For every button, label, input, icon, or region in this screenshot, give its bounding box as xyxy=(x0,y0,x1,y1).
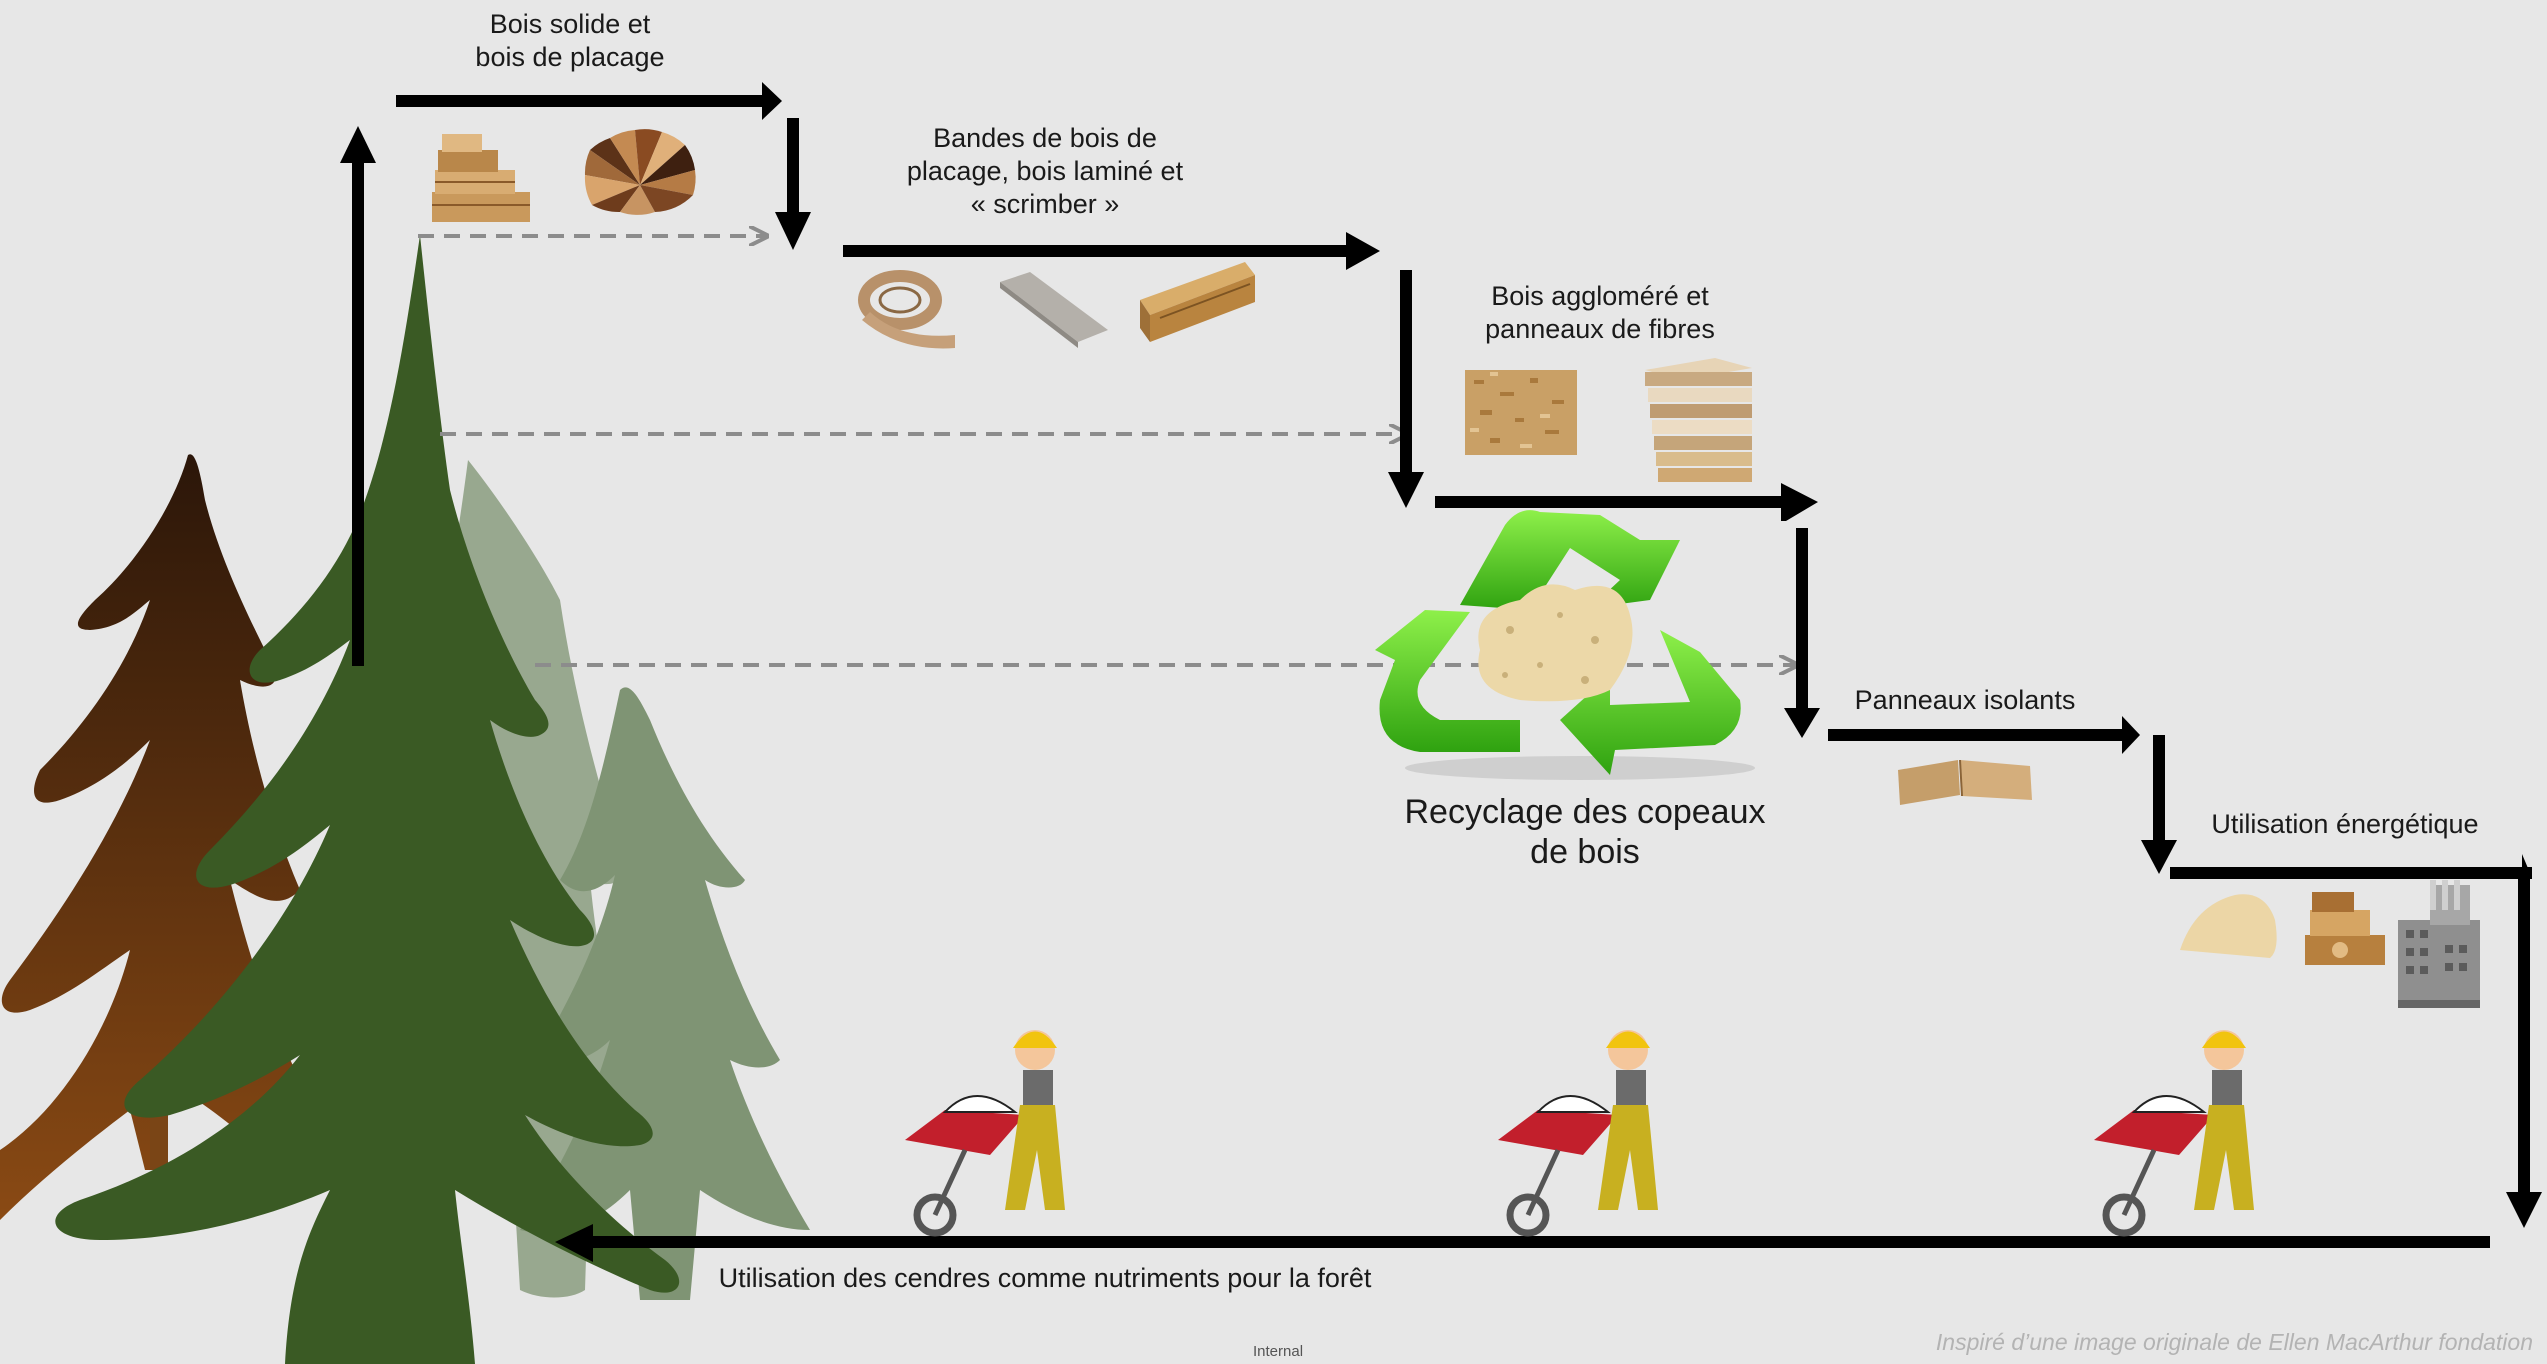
return-flow-label: Utilisation des cendres comme nutriments… xyxy=(660,1262,1430,1295)
stage-2-label-line2: placage, bois laminé et xyxy=(906,156,1184,186)
firewood-icon xyxy=(2305,892,2385,965)
worker-wheelbarrow-icon xyxy=(905,1030,1065,1237)
recycle-symbol-icon xyxy=(1375,510,1755,780)
insulation-panel-icon xyxy=(1898,759,2032,805)
stage-1-label-line2: bois de placage xyxy=(475,42,665,72)
stage-2-label-line3: « scrimber » xyxy=(970,189,1120,219)
veneer-fan-icon xyxy=(584,129,696,215)
light-green-tree xyxy=(520,687,810,1300)
recycling-label-line1: Recyclage des copeaux xyxy=(1404,793,1766,831)
stage-4-label-line1: Panneaux isolants xyxy=(1854,685,2076,715)
return-flow-label-text: Utilisation des cendres comme nutriments… xyxy=(718,1263,1372,1293)
stage-3-label: Bois aggloméré et panneaux de fibres xyxy=(1450,280,1750,346)
veneer-roll-icon xyxy=(858,270,955,349)
laminated-board-icon xyxy=(1000,272,1108,348)
credit-text: Inspiré d’une image originale de Ellen M… xyxy=(1935,1329,2533,1355)
particleboard-icon xyxy=(1465,370,1577,455)
stage-1-label: Bois solide et bois de placage xyxy=(420,8,720,74)
stage-3-label-line2: panneaux de fibres xyxy=(1485,314,1715,344)
wood-beam-icon xyxy=(1140,262,1255,342)
recycling-label: Recyclage des copeaux de bois xyxy=(1355,792,1815,872)
stage-2-label: Bandes de bois de placage, bois laminé e… xyxy=(870,122,1220,221)
stage-3-label-line1: Bois aggloméré et xyxy=(1491,281,1709,311)
dark-green-tree xyxy=(55,235,680,1364)
stage-5-label: Utilisation énergétique xyxy=(2185,808,2505,841)
wood-planks-icon xyxy=(432,134,530,222)
power-plant-icon xyxy=(2398,880,2480,1008)
worker-wheelbarrow-icon xyxy=(1498,1030,1658,1237)
footer-tag: Internal xyxy=(1253,1343,1304,1360)
flow-arrows xyxy=(340,82,2542,1262)
stage-4-label: Panneaux isolants xyxy=(1820,684,2110,717)
worker-wheelbarrow-icon xyxy=(2094,1030,2254,1237)
recycling-label-line2: de bois xyxy=(1530,833,1640,871)
stage-5-label-line1: Utilisation énergétique xyxy=(2211,809,2479,839)
stage-2-label-line1: Bandes de bois de xyxy=(933,123,1157,153)
fiberboard-stack-icon xyxy=(1645,358,1752,482)
stage-1-label-line1: Bois solide et xyxy=(489,9,651,39)
wood-chips-icon xyxy=(1478,584,1633,702)
sawdust-icon xyxy=(2180,894,2277,958)
